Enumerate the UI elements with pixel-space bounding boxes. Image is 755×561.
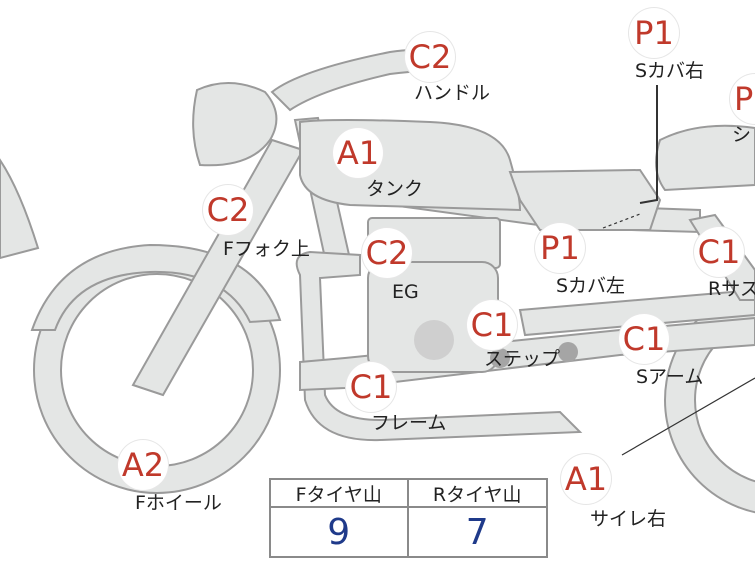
front-tire-tread-value: 9 [271, 508, 409, 556]
frame-lower [295, 250, 583, 442]
part-code-badge: A1 [561, 454, 611, 504]
part-label: Sカバ右 [635, 60, 705, 82]
part-label: Sカバ左 [556, 275, 626, 297]
headlight [192, 81, 278, 167]
part-code-badge: C1 [467, 300, 517, 350]
leader-line-scover-right-dash [602, 213, 641, 229]
part-code-badge: P1 [629, 8, 679, 58]
step-peg-left [490, 348, 510, 368]
step-peg-right [558, 342, 578, 362]
part-code-badge: P [730, 74, 755, 124]
front-fork [131, 138, 305, 397]
part-label: フレーム [371, 412, 447, 434]
part-label: Fホイール [135, 492, 222, 514]
part-code-badge: C2 [405, 32, 455, 82]
leader-line-silencer [621, 377, 755, 456]
part-label: Rサス [708, 278, 755, 300]
part-code-badge: C1 [694, 227, 744, 277]
part-code-badge: C2 [203, 185, 253, 235]
part-label: シ [732, 124, 752, 146]
rear-tire-tread-value: 7 [465, 511, 489, 553]
part-label: Fフォク上 [223, 238, 310, 260]
swing-arm [518, 288, 755, 337]
part-label: EG [392, 281, 419, 303]
rear-tire-tread-header: Rタイヤ山 [408, 480, 546, 508]
leader-line-scover-right [639, 85, 658, 204]
part-code-badge: C2 [362, 228, 412, 278]
part-code-badge: A1 [333, 128, 383, 178]
left-light [0, 158, 40, 260]
part-code-badge: C1 [619, 314, 669, 364]
front-tire-tread-header: Fタイヤ山 [271, 480, 409, 508]
part-code-badge: A2 [118, 440, 168, 490]
part-label: タンク [366, 178, 424, 200]
side-cover [508, 168, 662, 231]
part-code-badge: C1 [346, 362, 396, 412]
part-code-badge: P1 [535, 223, 585, 273]
tire-tread-table: Fタイヤ山 Rタイヤ山 9 7 [269, 478, 548, 558]
part-label: ステップ [484, 348, 561, 370]
part-label: ハンドル [414, 82, 491, 104]
part-label: Sアーム [636, 366, 704, 388]
engine-case-cover [414, 320, 454, 360]
part-label: サイレ右 [590, 508, 667, 530]
